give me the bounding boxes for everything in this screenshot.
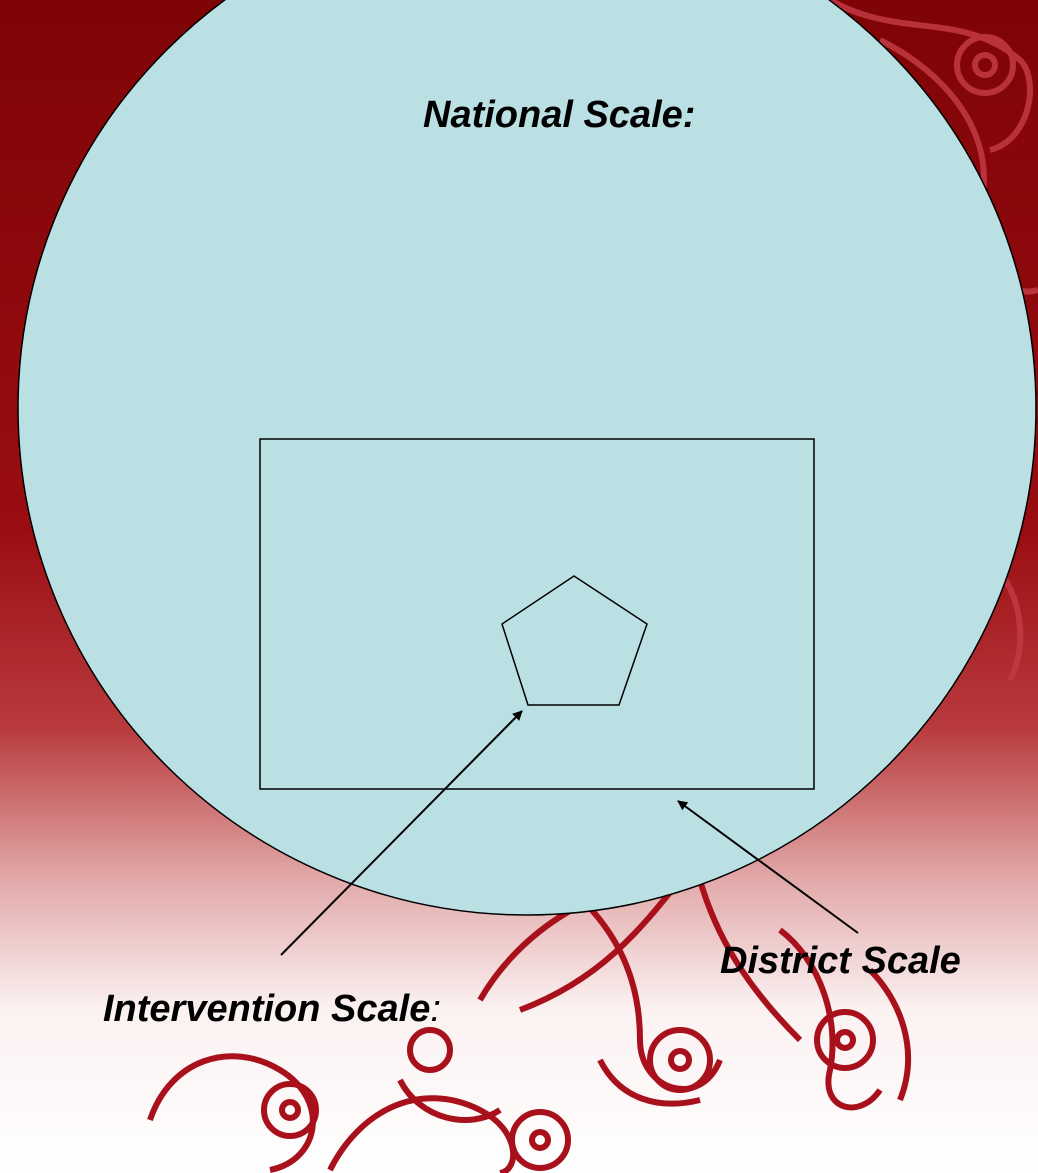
national-scale-label: National Scale:	[423, 96, 695, 134]
intervention-scale-label: Intervention Scale:	[103, 990, 441, 1028]
district-scale-label: District Scale	[720, 942, 961, 980]
intervention-scale-colon: :	[430, 988, 441, 1030]
intervention-scale-text: Intervention Scale	[103, 988, 430, 1030]
